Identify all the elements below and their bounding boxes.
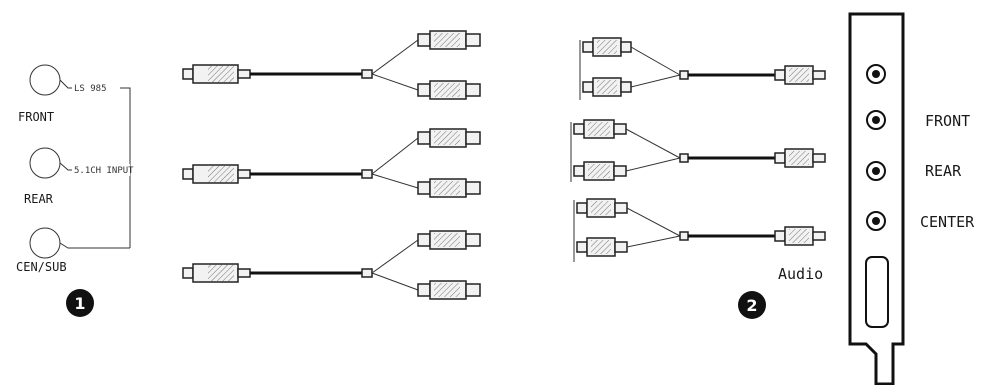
card-cable-rear [570,119,826,182]
rear-jack-icon [29,147,61,179]
plug-tip-icon [182,267,194,279]
y-cable-censub [182,230,481,300]
plug-tip-icon [182,68,194,80]
censub-jack-label: CEN/SUB [16,260,67,274]
censub-wire [59,242,130,249]
splitter-junction-icon [679,70,689,80]
plug-tip-icon [182,168,194,180]
step-2-badge-number: 2 [746,296,757,315]
step-2-badge [738,291,766,319]
game-port-icon [865,256,889,328]
step-1-badge [66,289,94,317]
speaker-input-panel: LS 985 5.1CH INPUT FRONT REAR CEN/SUB 1 [16,64,134,317]
rear-jack-label: REAR [24,192,54,206]
sound-card-bracket [848,12,905,385]
card-side-cables: Audio 2 [570,37,826,319]
splitter-junction-icon [361,169,373,179]
wire-label-51ch-input: 5.1CH INPUT [74,166,134,176]
censub-jack-icon [29,227,61,259]
card-cable-front [579,37,826,100]
y-cable-rear [182,128,481,198]
audio-label: Audio [778,265,823,283]
splitter-junction-icon [361,268,373,278]
splitter-junction-icon [679,153,689,163]
y-cable-front [182,30,481,100]
wire-label-ls985: LS 985 [74,84,107,94]
card-cable-center [573,198,826,262]
card-rear-label: REAR [925,162,962,180]
front-jack-label: FRONT [18,110,54,124]
splitter-junction-icon [679,231,689,241]
card-front-label: FRONT [925,112,970,130]
y-splitter-cables [182,30,481,300]
card-center-label: CENTER [920,213,975,231]
front-jack-icon [29,64,61,96]
splitter-junction-icon [361,69,373,79]
step-1-badge-number: 1 [74,294,85,313]
sound-card-labels: FRONT REAR CENTER [920,112,975,231]
pci-bracket-outline-icon [848,12,905,385]
